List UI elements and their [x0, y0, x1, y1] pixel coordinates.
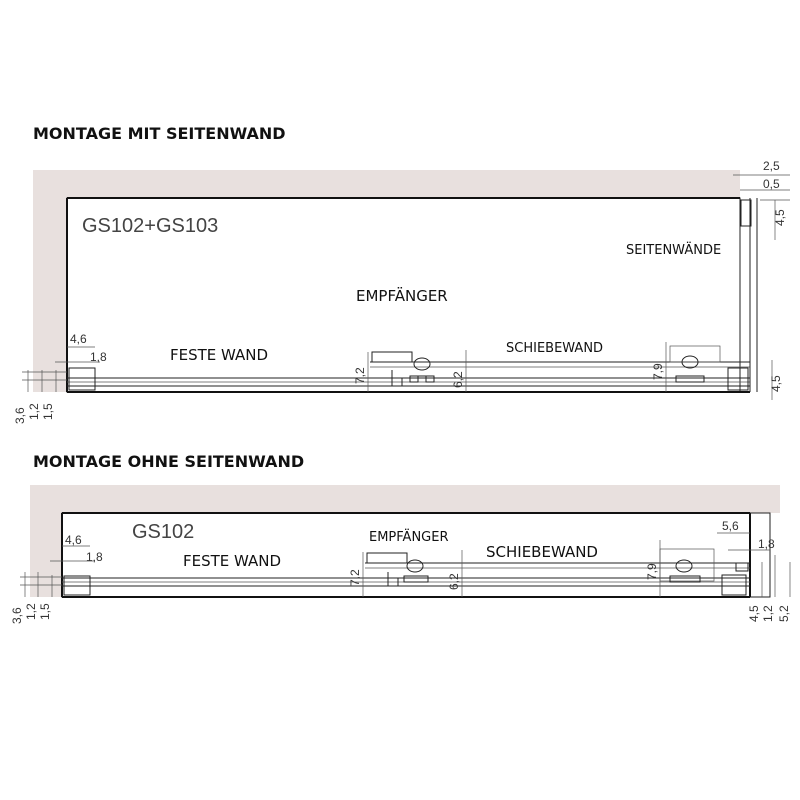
dim-5-2: 5,2 — [777, 605, 791, 622]
diagram-without-side-wall: MONTAGE OHNE SEITENWAND GS102 EMPFÄNGER … — [10, 452, 791, 624]
diagram1-title: MONTAGE MIT SEITENWAND — [33, 124, 286, 143]
dim-6-2: 6,2 — [447, 573, 461, 590]
rails — [67, 361, 750, 393]
sliding-wall-label: SCHIEBEWAND — [486, 543, 598, 561]
wall-background — [33, 170, 740, 392]
dimension-lines — [22, 174, 790, 400]
diagram-with-side-wall: MONTAGE MIT SEITENWAND GS102+GS103 EMPFÄ… — [13, 124, 790, 424]
roller-left — [366, 552, 429, 587]
dim-1-8-left: 1,8 — [86, 550, 103, 564]
dim-3-6: 3,6 — [13, 407, 27, 424]
dim-1-2-left: 1,2 — [24, 603, 38, 620]
fixed-wall-profile — [68, 367, 96, 391]
sliding-wall-label: SCHIEBEWAND — [506, 341, 603, 356]
dim-5-6: 5,6 — [722, 519, 739, 533]
dim-1-8-right: 1,8 — [758, 537, 775, 551]
dim-1-8: 1,8 — [90, 350, 107, 364]
rails — [62, 562, 750, 598]
dim-1-5: 1,5 — [41, 403, 55, 420]
dim-3-6: 3,6 — [10, 607, 24, 624]
model-label: GS102 — [132, 521, 194, 543]
dim-7-2: 7,2 — [353, 367, 367, 384]
dimension-lines — [20, 532, 791, 597]
dim-4-5-top: 4,5 — [773, 209, 787, 226]
side-walls-label: SEITENWÄNDE — [626, 242, 721, 258]
dim-1-2-right: 1,2 — [761, 605, 775, 622]
dim-4-5-bottom: 4,5 — [769, 375, 783, 392]
dim-4-5: 4,5 — [747, 605, 761, 622]
roller-right — [659, 548, 749, 596]
receiver-label: EMPFÄNGER — [369, 529, 449, 545]
fixed-wall-profile — [63, 575, 91, 596]
model-label: GS102+GS103 — [82, 215, 218, 237]
fixed-wall-label: FESTE WAND — [183, 552, 281, 570]
dim-4-6: 4,6 — [65, 533, 82, 547]
roller-right — [669, 345, 749, 391]
dim-6-2: 6,2 — [451, 371, 465, 388]
dim-1-5: 1,5 — [38, 603, 52, 620]
dim-7-2: 7,2 — [348, 569, 362, 586]
dim-1-2: 1,2 — [27, 403, 41, 420]
dim-2-5: 2,5 — [763, 159, 780, 173]
diagram2-title: MONTAGE OHNE SEITENWAND — [33, 452, 304, 471]
dim-7-9: 7,9 — [651, 363, 665, 380]
roller-left — [371, 351, 435, 387]
fixed-wall-label: FESTE WAND — [170, 346, 268, 364]
dim-0-5: 0,5 — [763, 177, 780, 191]
dim-7-9: 7,9 — [645, 563, 659, 580]
receiver-label: EMPFÄNGER — [356, 286, 448, 305]
side-wall — [740, 198, 758, 392]
dim-4-6: 4,6 — [70, 332, 87, 346]
